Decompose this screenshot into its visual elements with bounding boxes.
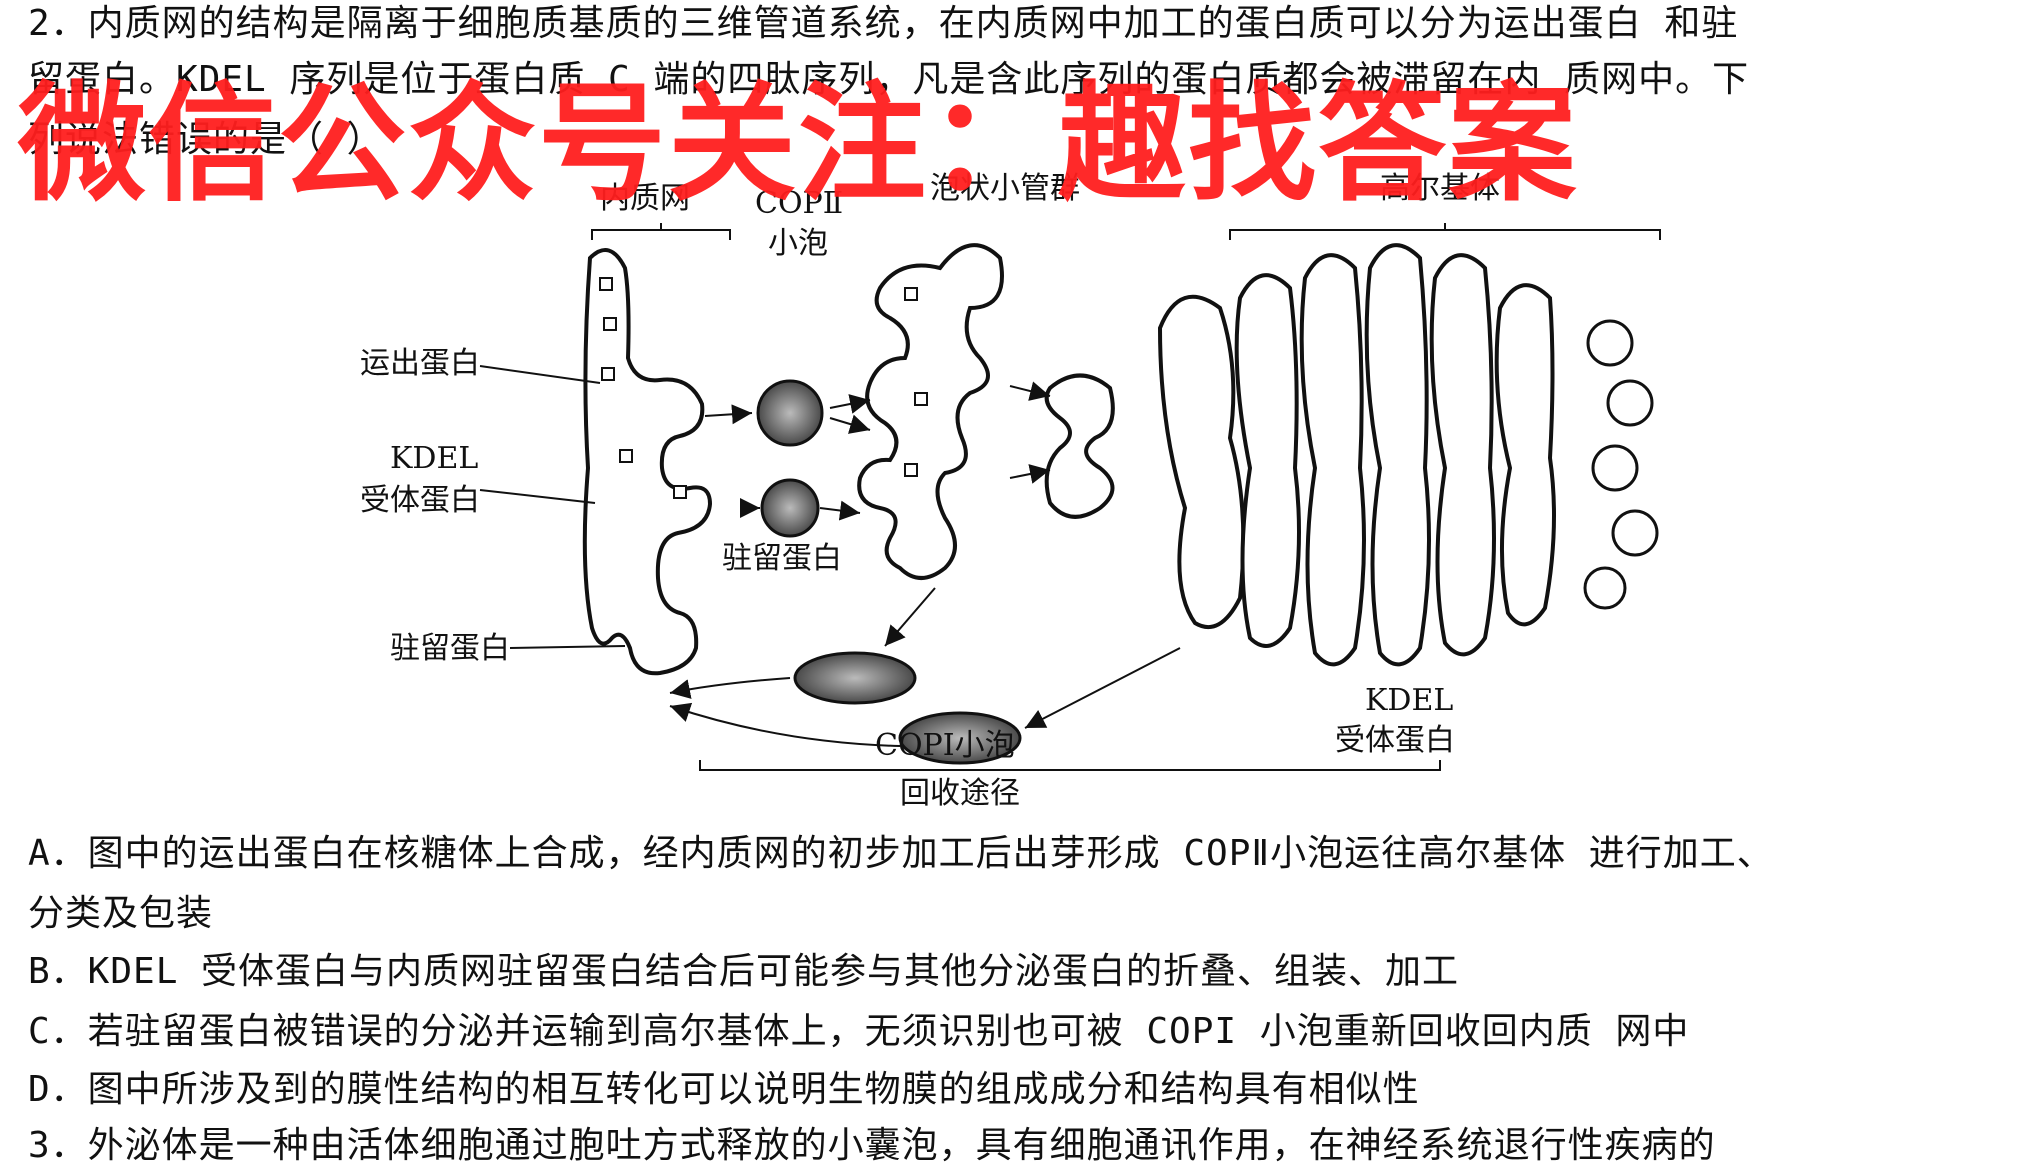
- label-er: 内质网: [600, 181, 690, 216]
- question-2-line-3: 列说法错误的是（ ）: [28, 119, 384, 160]
- label-golgi: 高尔基体: [1380, 171, 1500, 206]
- watermark-overlay: 微信公众号关注：趣找答案: [18, 70, 1579, 219]
- er-golgi-transport-diagram: 内质网 COPⅡ 小泡 泡状小管群 高尔基体 运出蛋白 KDEL 受体蛋白 驻留…: [360, 171, 1661, 808]
- question-2-line-2: 留蛋白。KDEL 序列是位于蛋白质 C 端的四肽序列，凡是含此序列的蛋白质都会被…: [28, 59, 1750, 100]
- option-c: C．若驻留蛋白被错误的分泌并运输到高尔基体上，无须识别也可被 COPI 小泡重新…: [28, 1011, 1690, 1052]
- option-a-line-1: A．图中的运出蛋白在核糖体上合成，经内质网的初步加工后出芽形成 COPⅡ小泡运往…: [28, 833, 1774, 874]
- label-copii-1: COPⅡ: [755, 186, 843, 221]
- label-kdel-1: KDEL: [390, 441, 478, 476]
- option-a-line-2: 分类及包装: [28, 893, 214, 934]
- label-export-protein: 运出蛋白: [360, 346, 480, 381]
- label-kdel-2: 受体蛋白: [360, 483, 480, 518]
- label-recycle-pathway: 回收途径: [900, 776, 1020, 808]
- label-kdel-right-2: 受体蛋白: [1335, 723, 1455, 758]
- label-resident-protein-left: 驻留蛋白: [390, 631, 510, 666]
- question-2-line-1: 2．内质网的结构是隔离于细胞质基质的三维管道系统，在内质网中加工的蛋白质可以分为…: [28, 3, 1739, 44]
- label-copii-2: 小泡: [768, 226, 828, 261]
- label-vtc: 泡状小管群: [930, 171, 1080, 206]
- label-copi-vesicle: COPⅠ小泡: [875, 728, 1015, 763]
- label-kdel-right-1: KDEL: [1365, 683, 1453, 718]
- label-resident-protein-mid: 驻留蛋白: [722, 541, 842, 576]
- option-d: D．图中所涉及到的膜性结构的相互转化可以说明生物膜的组成成分和结构具有相似性: [28, 1069, 1420, 1110]
- option-b: B．KDEL 受体蛋白与内质网驻留蛋白结合后可能参与其他分泌蛋白的折叠、组装、加…: [28, 951, 1460, 992]
- question-3-line-1: 3．外泌体是一种由活体细胞通过胞吐方式释放的小囊泡，具有细胞通讯作用，在神经系统…: [28, 1125, 1716, 1166]
